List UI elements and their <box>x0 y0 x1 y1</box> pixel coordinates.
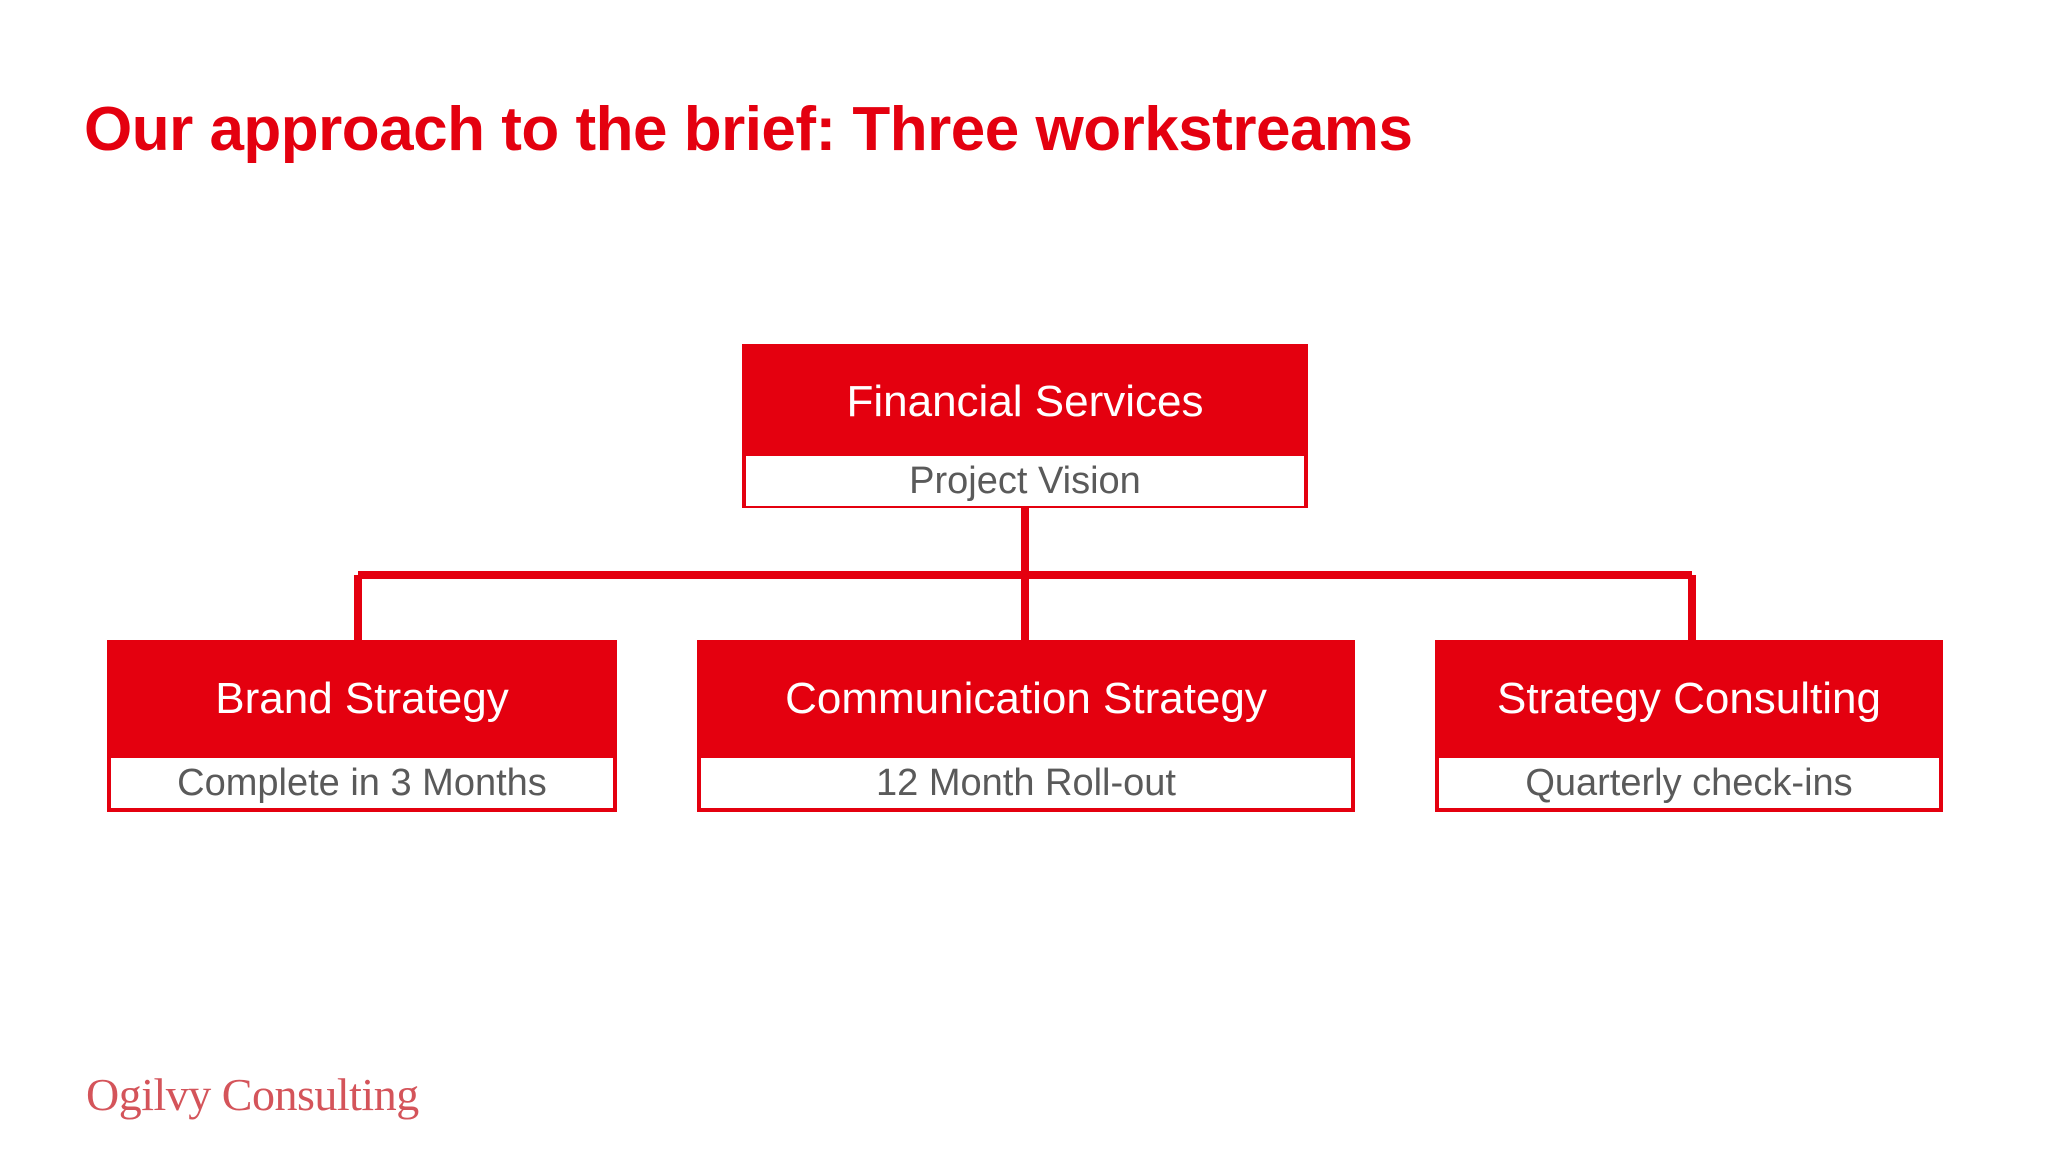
node-communication-strategy[interactable]: Communication Strategy 12 Month Roll-out <box>697 640 1355 812</box>
node-financial-services-header: Financial Services <box>746 348 1304 456</box>
node-financial-services[interactable]: Financial Services Project Vision <box>742 344 1308 508</box>
ogilvy-consulting-logo: Ogilvy Consulting <box>86 1069 419 1120</box>
node-brand-strategy-body: Complete in 3 Months <box>111 758 613 808</box>
node-strategy-consulting-body: Quarterly check-ins <box>1439 758 1939 808</box>
page-title: Our approach to the brief: Three workstr… <box>84 94 1413 164</box>
node-financial-services-body: Project Vision <box>746 456 1304 506</box>
node-strategy-consulting[interactable]: Strategy Consulting Quarterly check-ins <box>1435 640 1943 812</box>
node-communication-strategy-body: 12 Month Roll-out <box>701 758 1351 808</box>
node-brand-strategy[interactable]: Brand Strategy Complete in 3 Months <box>107 640 617 812</box>
node-strategy-consulting-header: Strategy Consulting <box>1439 644 1939 758</box>
node-brand-strategy-header: Brand Strategy <box>111 644 613 758</box>
node-communication-strategy-header: Communication Strategy <box>701 644 1351 758</box>
